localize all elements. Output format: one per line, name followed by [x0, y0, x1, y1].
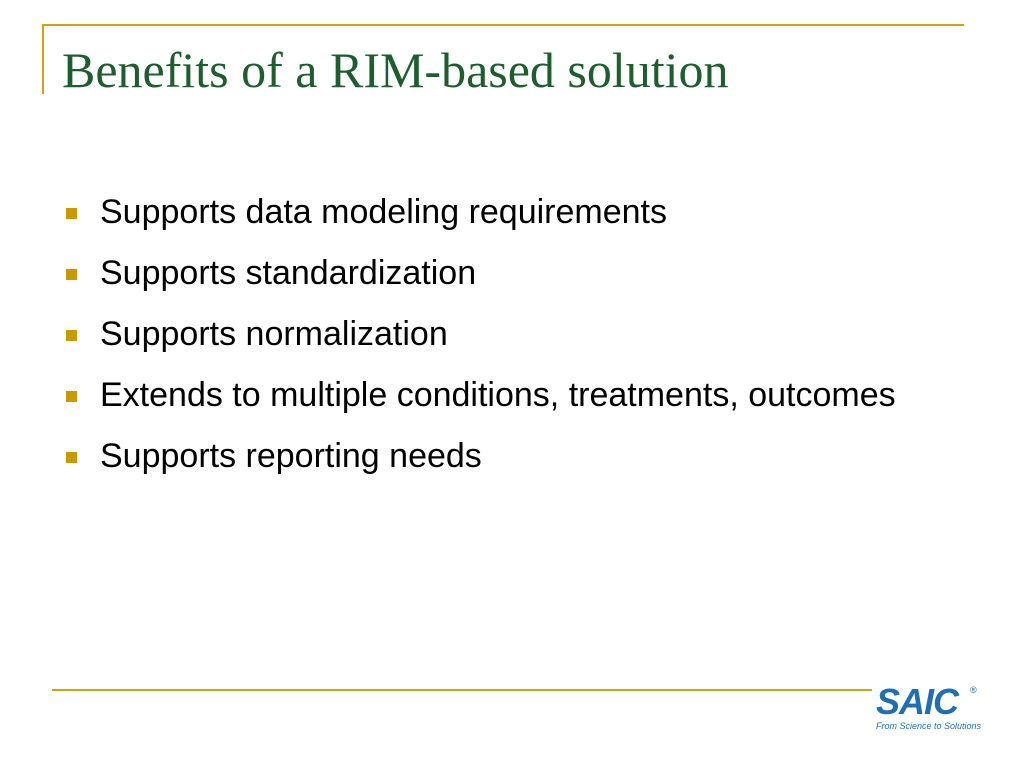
square-bullet-icon	[66, 330, 77, 341]
bottom-rule	[52, 689, 872, 691]
logo-tagline: From Science to Solutions	[876, 721, 982, 731]
bullet-item: Extends to multiple conditions, treatmen…	[60, 371, 940, 419]
bullet-text: Supports normalization	[100, 315, 448, 353]
saic-logo: SAIC ® From Science to Solutions	[876, 681, 982, 736]
bullet-item: Supports standardization	[60, 249, 940, 297]
top-rule	[42, 24, 964, 26]
square-bullet-icon	[66, 208, 77, 219]
left-rule	[42, 24, 44, 94]
bullet-item: Supports reporting needs	[60, 432, 940, 480]
logo-wordmark: SAIC	[876, 681, 959, 722]
slide-title: Benefits of a RIM-based solution	[62, 42, 729, 98]
bullet-text: Supports reporting needs	[100, 437, 482, 475]
bullet-list: Supports data modeling requirements Supp…	[60, 188, 940, 493]
square-bullet-icon	[66, 391, 77, 402]
bullet-text: Extends to multiple conditions, treatmen…	[100, 376, 896, 414]
square-bullet-icon	[66, 452, 77, 463]
bullet-text: Supports data modeling requirements	[100, 193, 667, 231]
bullet-item: Supports normalization	[60, 310, 940, 358]
bullet-text: Supports standardization	[100, 254, 477, 292]
registered-mark: ®	[970, 685, 977, 695]
square-bullet-icon	[66, 269, 77, 280]
bullet-item: Supports data modeling requirements	[60, 188, 940, 236]
